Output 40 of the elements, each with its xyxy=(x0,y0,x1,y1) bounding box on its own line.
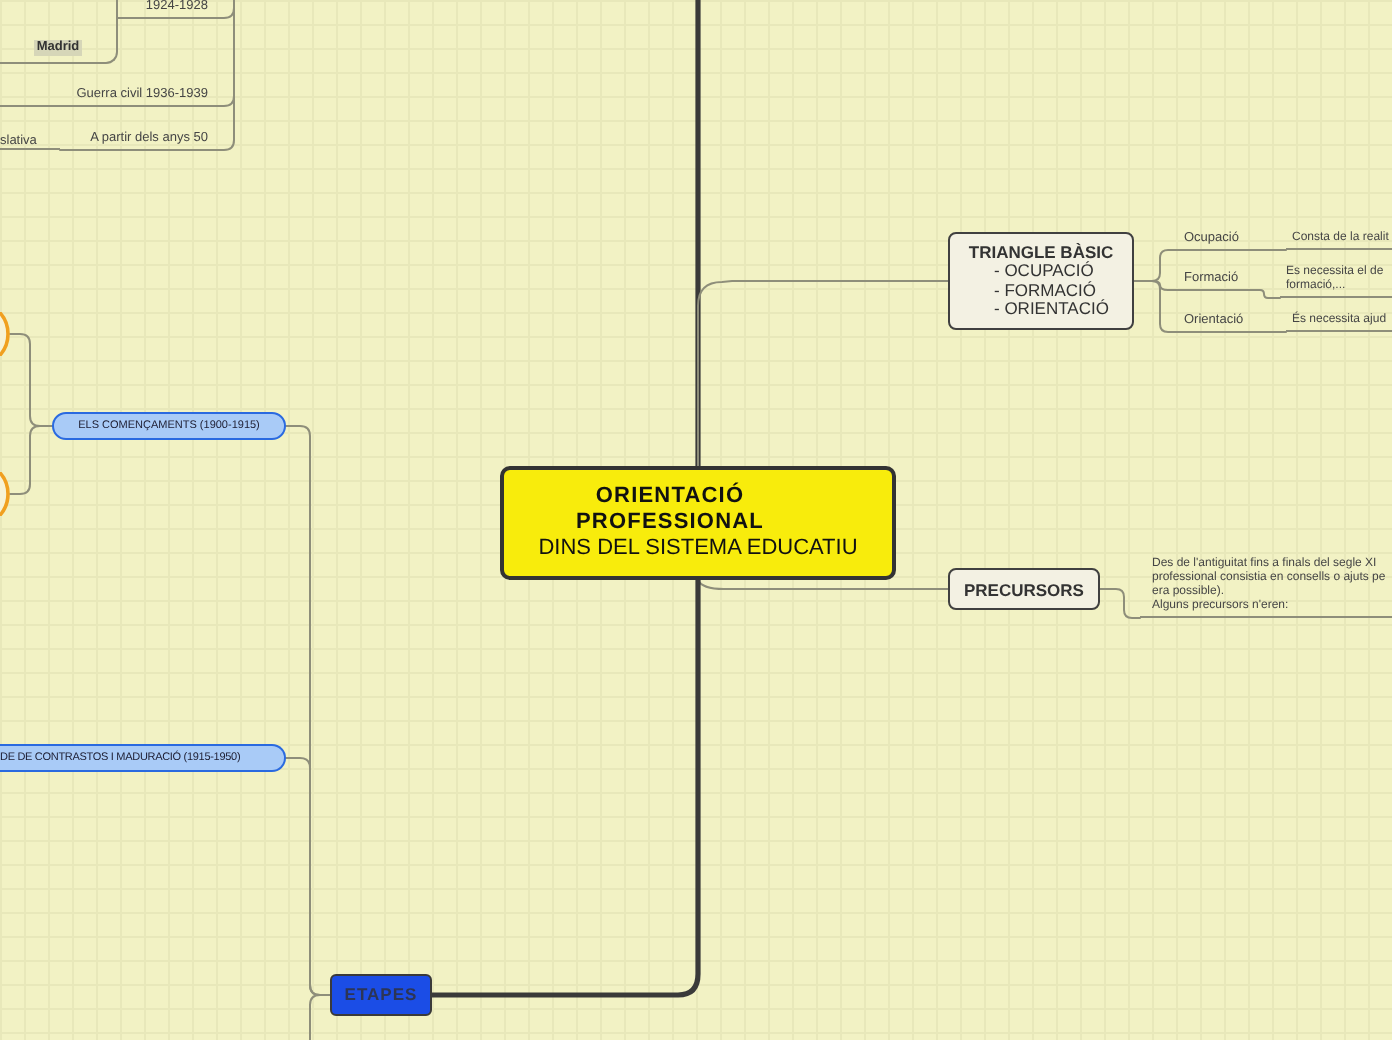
underlined-topic xyxy=(1140,558,1392,618)
topic-box xyxy=(330,974,432,1016)
connector-line xyxy=(117,17,129,19)
connector-line xyxy=(223,0,235,151)
topic-box xyxy=(0,0,118,64)
topic-item: - OCUPACIÓ xyxy=(994,262,1094,281)
connector-line xyxy=(1257,289,1281,299)
connector-line xyxy=(1267,249,1287,251)
topic-title: PRECURSORS xyxy=(964,579,1084,599)
topic-title: TRIANGLE BÀSIC xyxy=(968,242,1114,263)
underlined-topic xyxy=(128,0,208,18)
underlined-topic xyxy=(1168,271,1258,290)
underlined-topic xyxy=(1168,313,1272,332)
connector-line xyxy=(429,577,701,998)
underlined-topic xyxy=(72,131,224,150)
connector-line xyxy=(59,149,73,151)
topic-item: - ORIENTACIÓ xyxy=(994,300,1109,320)
topic-title: ORIENTACIÓ PROFESSIONAL xyxy=(574,484,766,536)
topic-subtitle: DINS DEL SISTEMA EDUCATIU xyxy=(538,536,858,562)
connector-line xyxy=(1271,331,1287,333)
connector-line xyxy=(697,280,949,467)
underlined-topic xyxy=(1286,232,1392,250)
underlined-topic xyxy=(60,87,224,106)
connector-line xyxy=(1099,588,1141,619)
topic-box xyxy=(948,232,1134,330)
connector-line xyxy=(697,579,949,590)
topic-pill xyxy=(52,412,286,440)
underlined-topic xyxy=(1280,266,1392,298)
topic-box xyxy=(948,568,1100,610)
topic-pill xyxy=(0,744,286,772)
topic-title: ETAPES xyxy=(344,982,418,1008)
central-topic-box xyxy=(500,466,896,580)
connector-line xyxy=(695,0,701,469)
connector-line xyxy=(1133,280,1169,333)
connector-line xyxy=(0,105,61,107)
topic-item: - FORMACIÓ xyxy=(994,281,1096,300)
underlined-topic xyxy=(0,134,60,150)
underlined-topic xyxy=(1168,231,1268,250)
connector-line xyxy=(309,994,331,1040)
underlined-topic xyxy=(1286,314,1392,332)
